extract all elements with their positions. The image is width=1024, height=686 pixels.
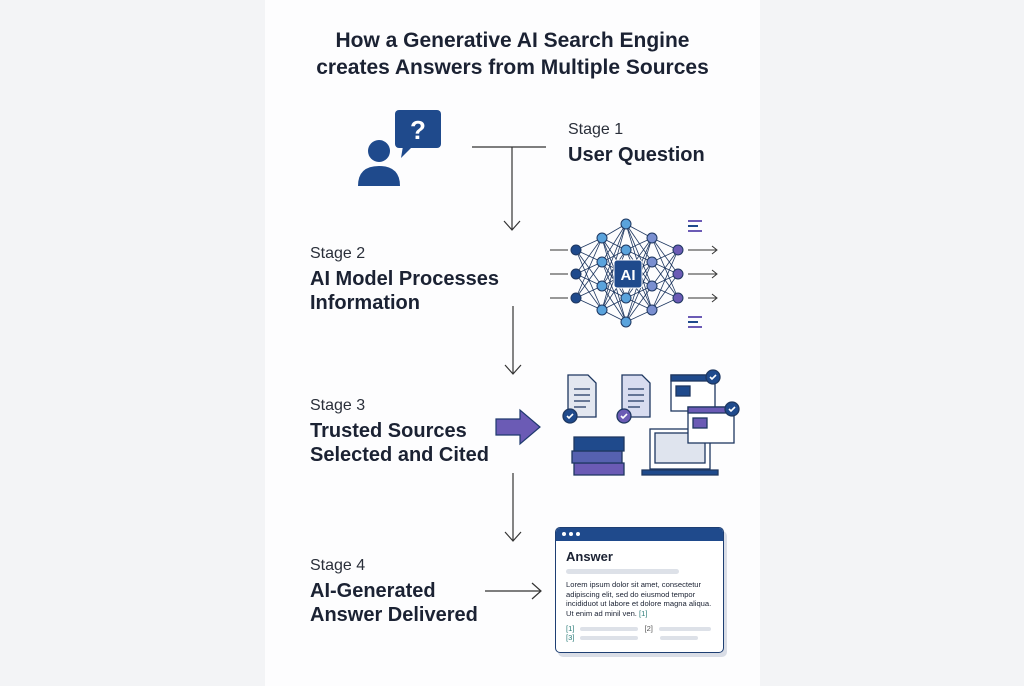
network-node bbox=[620, 218, 632, 230]
connector-arrow-4 bbox=[485, 582, 542, 600]
network-node bbox=[596, 280, 608, 292]
answer-window: Answer Lorem ipsum dolor sit amet, conse… bbox=[555, 527, 724, 653]
reference-1[interactable]: [1] bbox=[566, 624, 575, 634]
stage-3: Stage 3 Trusted Sources Selected and Cit… bbox=[310, 396, 489, 467]
network-node bbox=[620, 316, 632, 328]
title-line-1: How a Generative AI Search Engine bbox=[335, 29, 690, 52]
network-node bbox=[646, 304, 658, 316]
answer-text: Lorem ipsum dolor sit amet, consectetur … bbox=[566, 580, 712, 618]
stage-name-line: AI-Generated bbox=[310, 580, 436, 602]
network-node bbox=[672, 292, 684, 304]
stage-4: Stage 4 AI-Generated Answer Delivered bbox=[310, 556, 478, 627]
connector-arrow-2 bbox=[504, 306, 522, 375]
inline-citation[interactable]: [1] bbox=[639, 608, 648, 618]
connector-arrow-1 bbox=[472, 146, 546, 231]
answer-heading: Answer bbox=[566, 549, 613, 564]
network-node bbox=[646, 256, 658, 268]
stage-name: AI-Generated Answer Delivered bbox=[310, 579, 478, 627]
sources-icon bbox=[562, 369, 740, 476]
network-node bbox=[672, 244, 684, 256]
window-title-bar bbox=[556, 528, 723, 541]
stage-name-line: Information bbox=[310, 292, 420, 314]
reference-3[interactable]: [3] bbox=[566, 633, 575, 643]
stage-number: Stage 2 bbox=[310, 245, 366, 262]
stage-name-line: Trusted Sources bbox=[310, 420, 467, 442]
stage-number: Stage 4 bbox=[310, 557, 366, 574]
stage-name-line: AI Model Processes bbox=[310, 268, 499, 290]
stage-number: Stage 1 bbox=[568, 121, 624, 138]
user-question-icon: ? bbox=[358, 110, 441, 186]
stage-number: Stage 3 bbox=[310, 397, 366, 414]
network-node bbox=[570, 244, 582, 256]
stage-name-line: Selected and Cited bbox=[310, 444, 489, 466]
neural-network-icon: AI bbox=[550, 218, 718, 328]
answer-body: Lorem ipsum dolor sit amet, consectetur … bbox=[566, 580, 715, 618]
stage-2: Stage 2 AI Model Processes Information bbox=[310, 244, 499, 315]
references: [1] [2] [3] bbox=[566, 624, 723, 642]
question-mark: ? bbox=[410, 115, 426, 145]
stage-name-line: Answer Delivered bbox=[310, 604, 478, 626]
network-node bbox=[596, 304, 608, 316]
stage-name: AI Model Processes Information bbox=[310, 267, 499, 315]
stage-1: Stage 1 User Question bbox=[568, 120, 705, 167]
stage-name: User Question bbox=[568, 144, 705, 166]
network-node bbox=[646, 280, 658, 292]
network-node bbox=[620, 292, 632, 304]
network-node bbox=[570, 268, 582, 280]
network-node bbox=[620, 244, 632, 256]
placeholder-line bbox=[566, 569, 679, 574]
network-node bbox=[646, 232, 658, 244]
diagram-title: How a Generative AI Search Engine create… bbox=[265, 27, 760, 81]
network-node bbox=[672, 268, 684, 280]
network-node bbox=[596, 232, 608, 244]
network-node bbox=[596, 256, 608, 268]
stage-name: Trusted Sources Selected and Cited bbox=[310, 419, 489, 467]
network-node bbox=[570, 292, 582, 304]
title-line-2: creates Answers from Multiple Sources bbox=[316, 56, 709, 79]
right-arrow-icon bbox=[495, 408, 541, 446]
connector-arrow-3 bbox=[504, 473, 522, 542]
ai-label: AI bbox=[621, 267, 636, 284]
reference-2[interactable]: [2] bbox=[644, 624, 653, 634]
